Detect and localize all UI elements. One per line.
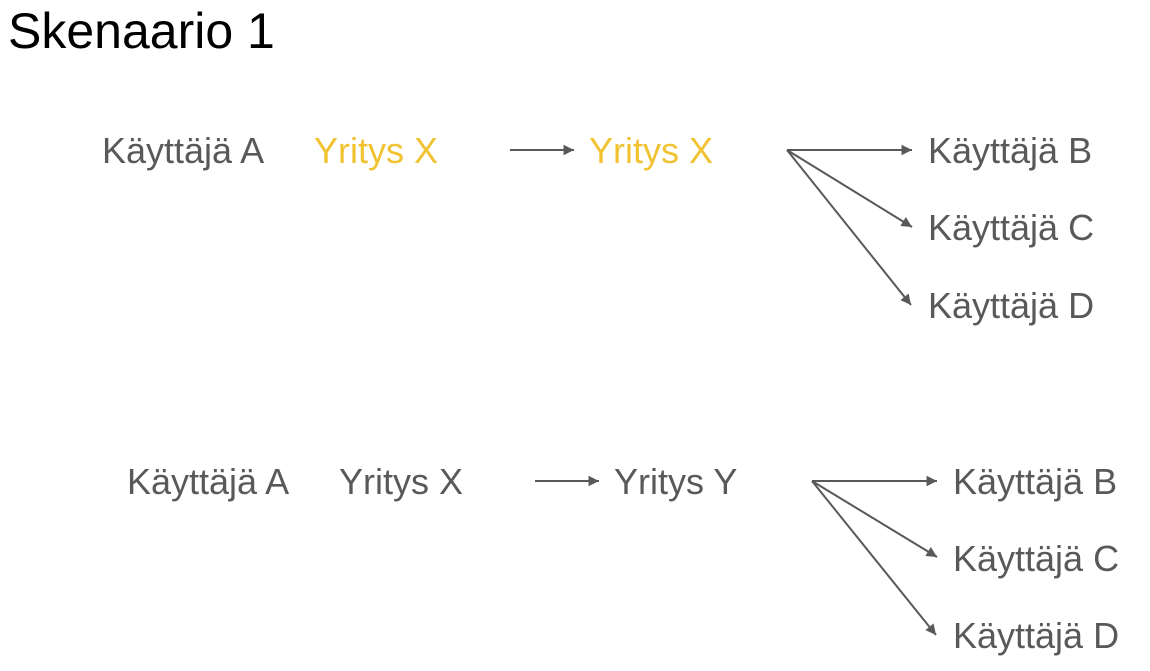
source-user: Käyttäjä A: [102, 130, 265, 171]
recipient-d: Käyttäjä D: [928, 285, 1095, 326]
recipient-d: Käyttäjä D: [953, 615, 1120, 656]
recipient-c: Käyttäjä C: [928, 207, 1095, 248]
recipient-b: Käyttäjä B: [928, 130, 1093, 171]
source-user: Käyttäjä A: [127, 461, 290, 502]
arrow-to-recipient-c-2: [811, 480, 938, 558]
recipient-b: Käyttäjä B: [953, 461, 1118, 502]
source-company: Yritys X: [339, 461, 464, 502]
target-company: Yritys X: [589, 130, 714, 171]
arrow-to-recipient-d-1: [786, 149, 912, 306]
recipient-c: Käyttäjä C: [953, 538, 1120, 579]
target-company: Yritys Y: [614, 461, 738, 502]
page-title: Skenaario 1: [8, 3, 275, 59]
arrow-to-recipient-d-2: [811, 480, 937, 636]
source-company: Yritys X: [314, 130, 439, 171]
arrow-to-recipient-c-1: [786, 149, 913, 228]
